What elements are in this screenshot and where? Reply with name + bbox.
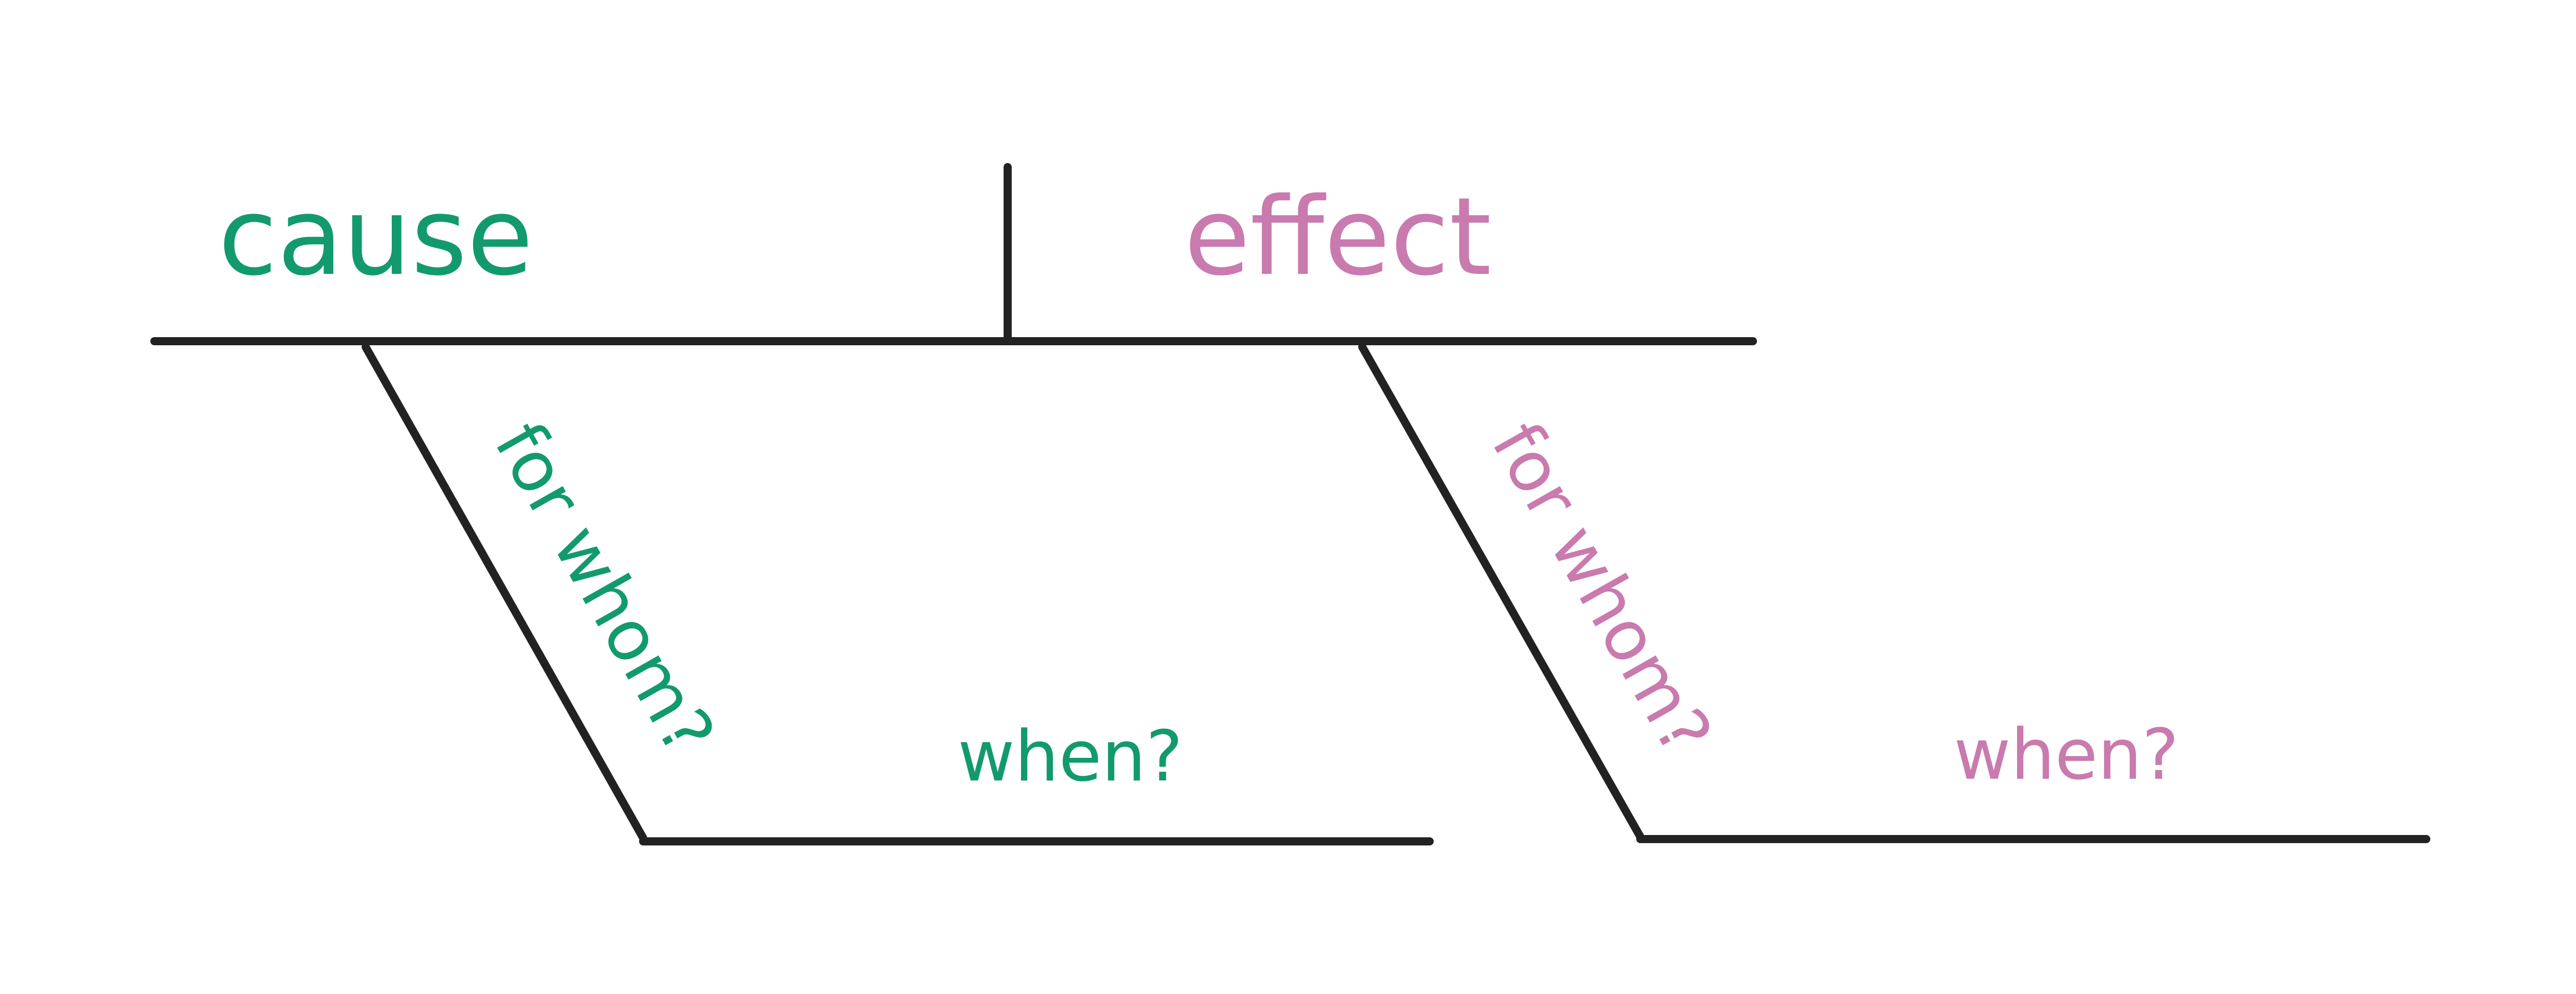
cause-label: cause [218,174,533,299]
effect-when-label: when? [1954,715,2179,796]
effect-slanted-line [1358,343,1644,841]
cause-for-whom-label: for whom? [479,410,730,768]
cause-when-label: when? [958,717,1183,797]
cause-slanted-line [362,343,647,842]
effect-label: effect [1184,174,1491,299]
effect-for-whom-label: for whom? [1476,410,1727,768]
